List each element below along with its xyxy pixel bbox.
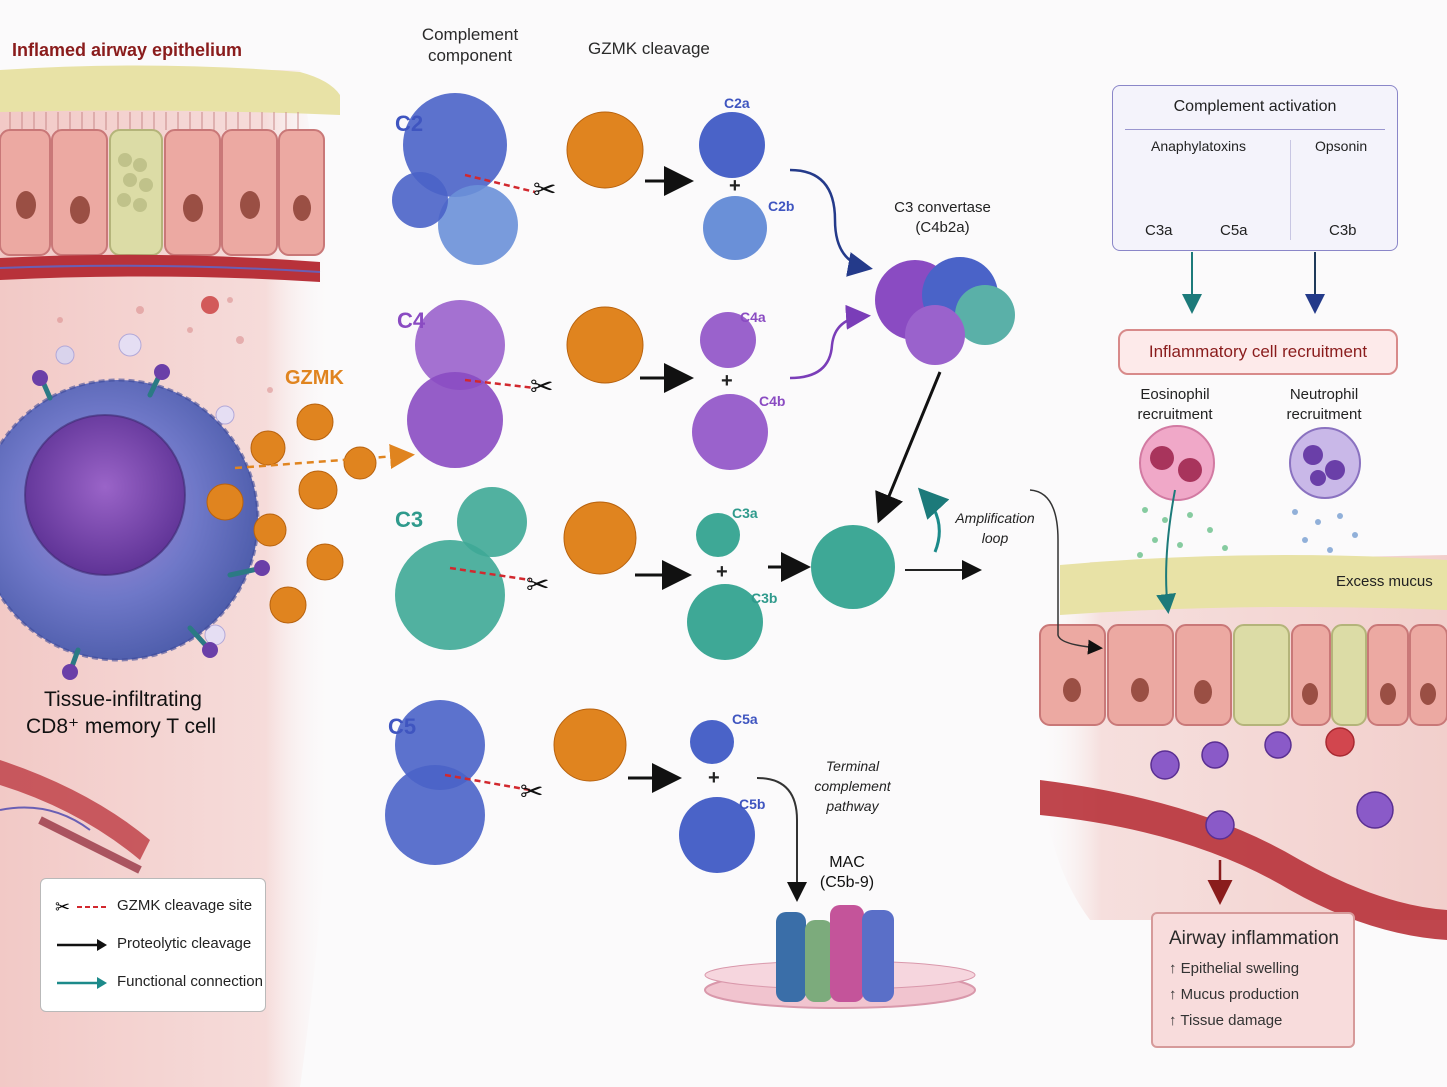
inflammation-title: Airway inflammation — [1169, 928, 1339, 949]
amplification-loop-label: Amplification loop — [955, 510, 1035, 546]
divider — [1125, 129, 1385, 130]
neutrophil-illustration — [1289, 427, 1361, 553]
scissors-icon: ✂ — [526, 569, 550, 600]
terminal-pathway-label: Terminal complement pathway — [814, 758, 891, 814]
teal-arrow-icon — [57, 977, 107, 989]
c3-convertase-label: C3 convertase (C4b2a) — [894, 199, 991, 236]
eosinophil-label: Eosinophil recruitment — [1137, 386, 1213, 423]
inflammation-item: ↑ Epithelial swelling — [1169, 960, 1300, 977]
component-c3-label: C3 — [395, 507, 424, 532]
mac-label: MAC (C5b-9) — [819, 854, 875, 891]
activation-c5a: C5a — [1220, 222, 1248, 239]
component-c4-label: C4 — [397, 308, 426, 333]
t-cell-illustration — [0, 364, 270, 680]
gzmk-label: GZMK — [285, 367, 344, 389]
eosinophil-illustration — [1137, 425, 1228, 614]
fragment-c5b: C5b — [739, 796, 766, 812]
left-panel-title: Inflamed airway epithelium — [12, 40, 243, 60]
c5-row — [385, 700, 755, 873]
tcell-label-line2: CD8⁺ memory T cell — [26, 715, 217, 738]
inflammation-item: ↑ Tissue damage — [1169, 1012, 1283, 1029]
fragment-c3b: C3b — [751, 590, 778, 606]
black-arrow-icon — [57, 939, 107, 951]
recruitment-title: Inflammatory cell recruitment — [1148, 342, 1368, 361]
c3-convertase-illustration — [875, 257, 1015, 365]
activation-c3b: C3b — [1329, 222, 1357, 239]
gzmk-molecules — [206, 403, 377, 624]
complement-activation-box: Complement activation Anaphylatoxins Ops… — [1112, 85, 1398, 251]
component-c5-label: C5 — [388, 714, 417, 739]
mac-illustration — [704, 905, 976, 1009]
fragment-c5a: C5a — [732, 711, 758, 727]
plus-sign: + — [721, 370, 733, 392]
anaphylatoxins-label: Anaphylatoxins — [1151, 138, 1246, 154]
opsonin-label: Opsonin — [1315, 138, 1368, 154]
c4-row — [407, 300, 768, 470]
scissors-dashed-icon: ✂ — [55, 897, 109, 917]
inflammation-item: ↑ Mucus production — [1169, 986, 1300, 1003]
plus-sign: + — [716, 561, 728, 583]
right-tissue-panel — [1039, 555, 1447, 940]
excess-mucus-label: Excess mucus — [1336, 573, 1433, 590]
header-gzmk-cleavage: GZMK cleavage — [588, 39, 710, 58]
activation-title: Complement activation — [1173, 98, 1337, 115]
fragment-c2a: C2a — [724, 95, 750, 111]
header-complement-component: Complement component — [421, 25, 519, 65]
fragment-c4b: C4b — [759, 393, 786, 409]
fragment-c4a: C4a — [740, 309, 766, 325]
tcell-label-line1: Tissue-infiltrating — [44, 688, 202, 711]
plus-sign: + — [708, 767, 720, 789]
c2-row — [392, 93, 767, 265]
scissors-icon: ✂ — [533, 174, 557, 205]
airway-inflammation-box: Airway inflammation ↑ Epithelial swellin… — [1151, 912, 1355, 1048]
activation-c3a: C3a — [1145, 222, 1173, 239]
scissors-icon: ✂ — [520, 776, 544, 807]
neutrophil-label: Neutrophil recruitment — [1286, 386, 1362, 423]
inflammatory-recruitment-box: Inflammatory cell recruitment — [1118, 329, 1398, 375]
scissors-icon: ✂ — [530, 371, 554, 402]
fragment-c3a: C3a — [732, 505, 758, 521]
legend: ✂ GZMK cleavage site Proteolytic cleavag… — [40, 878, 266, 1012]
svg-text:✂: ✂ — [55, 897, 70, 917]
divider — [1290, 140, 1291, 240]
fragment-c2b: C2b — [768, 198, 795, 214]
c3-row — [395, 487, 895, 660]
plus-sign: + — [729, 175, 741, 197]
component-c2-label: C2 — [395, 111, 424, 136]
